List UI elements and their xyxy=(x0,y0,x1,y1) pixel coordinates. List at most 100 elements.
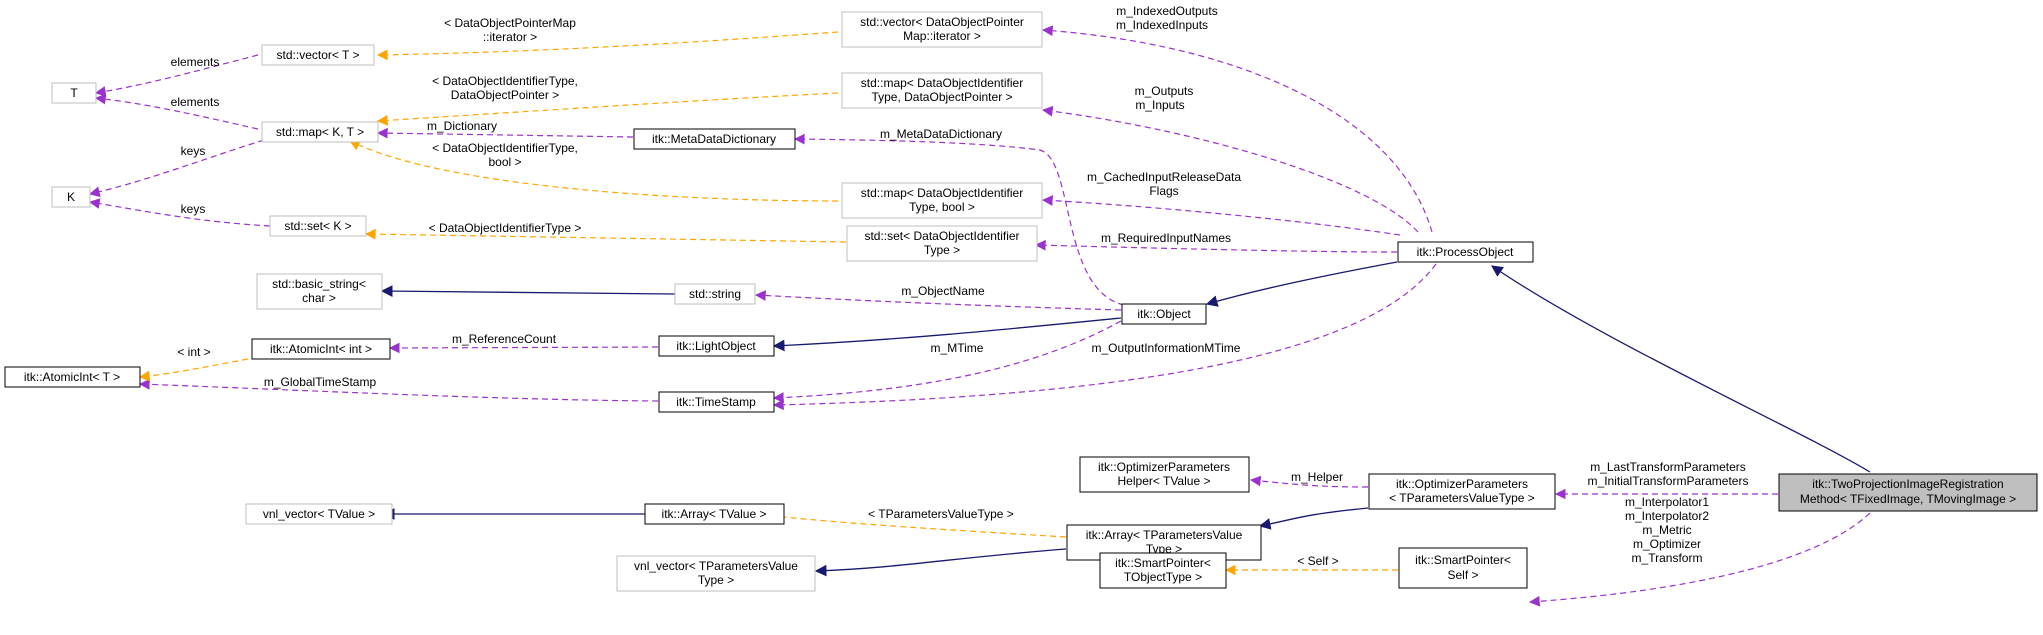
svg-text:Type, DataObjectPointer >: Type, DataObjectPointer > xyxy=(871,90,1012,104)
label-elements-vector: elements xyxy=(171,55,220,69)
label-doi-dop-2: DataObjectPointer > xyxy=(451,88,559,102)
label-object-name: m_ObjectName xyxy=(901,284,985,298)
node-processobject[interactable]: itk::ProcessObject xyxy=(1397,241,1534,263)
label-keys-set: keys xyxy=(181,202,206,216)
node-vnl-vector-tvalue[interactable]: vnl_vector< TValue > xyxy=(245,503,393,525)
svg-text:T: T xyxy=(70,86,78,100)
svg-text:vnl_vector< TValue >: vnl_vector< TValue > xyxy=(263,507,375,521)
label-self: < Self > xyxy=(1297,554,1338,568)
svg-text:Self >: Self > xyxy=(1447,568,1478,582)
svg-text:itk::MetaDataDictionary: itk::MetaDataDictionary xyxy=(652,132,776,146)
svg-text:itk::OptimizerParameters: itk::OptimizerParameters xyxy=(1098,460,1230,474)
svg-text:std::map< DataObjectIdentifier: std::map< DataObjectIdentifier xyxy=(861,186,1023,200)
edge-elements-map xyxy=(94,93,259,130)
svg-text:itk::OptimizerParameters: itk::OptimizerParameters xyxy=(1396,477,1528,491)
node-std-vector-t[interactable]: std::vector< T > xyxy=(261,44,375,66)
label-dopm-iterator-2: ::iterator > xyxy=(483,30,537,44)
node-itk-object[interactable]: itk::Object xyxy=(1121,303,1207,325)
edge-metadatadictionary xyxy=(793,133,1125,306)
label-transform-params-1: m_LastTransformParameters xyxy=(1590,460,1746,474)
node-twoprojection[interactable]: itk::TwoProjectionImageRegistration Meth… xyxy=(1778,473,2038,512)
edge-dopm-iterator xyxy=(376,31,839,61)
svg-text:itk::Array< TValue >: itk::Array< TValue > xyxy=(662,507,767,521)
node-smartpointer-self[interactable]: itk::SmartPointer< Self > xyxy=(1398,547,1528,589)
edge-smartpointer-members xyxy=(1528,512,1871,607)
svg-text:< TParametersValueType >: < TParametersValueType > xyxy=(1389,491,1535,505)
edge-helper xyxy=(1249,475,1369,488)
node-vnl-vector-tparam[interactable]: vnl_vector< TParametersValue Type > xyxy=(616,555,816,592)
edge-doi-dop xyxy=(376,92,839,126)
label-int: < int > xyxy=(177,345,210,359)
svg-text:std::vector< T >: std::vector< T > xyxy=(277,48,360,62)
node-basic-string[interactable]: std::basic_string< char > xyxy=(256,273,383,310)
svg-text:itk::Array< TParametersValue: itk::Array< TParametersValue xyxy=(1086,528,1243,542)
node-opt-params[interactable]: itk::OptimizerParameters < TParametersVa… xyxy=(1368,473,1556,510)
node-std-set-k[interactable]: std::set< K > xyxy=(269,215,367,237)
label-dictionary: m_Dictionary xyxy=(427,119,497,133)
label-elements-map: elements xyxy=(171,95,220,109)
label-doi: < DataObjectIdentifierType > xyxy=(429,221,582,235)
svg-text:Map::iterator >: Map::iterator > xyxy=(903,29,981,43)
svg-text:std::string: std::string xyxy=(689,287,741,301)
edge-outputs-inputs xyxy=(1041,105,1419,233)
svg-text:Type >: Type > xyxy=(698,573,734,587)
node-K[interactable]: K xyxy=(51,186,91,208)
svg-text:std::set< K >: std::set< K > xyxy=(284,219,351,233)
edge-output-info-mtime xyxy=(772,263,1437,411)
node-smartpointer-tobj[interactable]: itk::SmartPointer< TObjectType > xyxy=(1099,552,1227,589)
label-keys-map: keys xyxy=(181,144,206,158)
node-T[interactable]: T xyxy=(51,82,97,104)
label-reference-count: m_ReferenceCount xyxy=(452,332,557,346)
edge-tparam-value-type xyxy=(772,511,1067,538)
svg-text:itk::AtomicInt< int >: itk::AtomicInt< int > xyxy=(270,342,372,356)
svg-text:std::map< K, T >: std::map< K, T > xyxy=(276,125,364,139)
edge-keys-map xyxy=(88,139,265,198)
edge-array-tparam-vnl xyxy=(814,548,1067,577)
label-cached-flags-1: m_CachedInputReleaseData xyxy=(1087,170,1241,184)
svg-text:std::set< DataObjectIdentifier: std::set< DataObjectIdentifier xyxy=(864,229,1019,243)
edge-cached-flags xyxy=(1041,195,1401,236)
label-sp-member-5: m_Transform xyxy=(1632,551,1703,565)
svg-text:itk::SmartPointer<: itk::SmartPointer< xyxy=(1115,556,1211,570)
node-atomicint-t[interactable]: itk::AtomicInt< T > xyxy=(4,366,141,388)
edge-elements-vector xyxy=(94,54,259,97)
edge-indexed xyxy=(1041,25,1433,233)
svg-text:Type, bool >: Type, bool > xyxy=(909,200,975,214)
label-sp-member-1: m_Interpolator1 xyxy=(1625,495,1709,509)
edge-keys-set xyxy=(88,198,271,227)
label-cached-flags-2: Flags xyxy=(1149,184,1178,198)
svg-text:itk::ProcessObject: itk::ProcessObject xyxy=(1417,245,1514,259)
label-output-info-mtime: m_OutputInformationMTime xyxy=(1092,341,1241,355)
node-map-doi-dop[interactable]: std::map< DataObjectIdentifier Type, Dat… xyxy=(841,72,1043,109)
node-timestamp[interactable]: itk::TimeStamp xyxy=(658,391,775,413)
label-global-timestamp: m_GlobalTimeStamp xyxy=(264,375,377,389)
label-indexed-2: m_IndexedInputs xyxy=(1116,18,1208,32)
label-doi-bool-2: bool > xyxy=(488,155,521,169)
node-std-map-kt[interactable]: std::map< K, T > xyxy=(261,121,379,143)
svg-text:Type >: Type > xyxy=(924,243,960,257)
node-opt-helper[interactable]: itk::OptimizerParameters Helper< TValue … xyxy=(1079,456,1250,493)
label-helper: m_Helper xyxy=(1291,470,1343,484)
svg-text:K: K xyxy=(67,190,75,204)
svg-text:itk::TimeStamp: itk::TimeStamp xyxy=(676,395,756,409)
node-vector-dopm[interactable]: std::vector< DataObjectPointer Map::iter… xyxy=(841,11,1043,48)
svg-text:itk::TwoProjectionImageRegistr: itk::TwoProjectionImageRegistration xyxy=(1812,477,2003,491)
node-map-doi-bool[interactable]: std::map< DataObjectIdentifier Type, boo… xyxy=(841,182,1043,219)
node-metadatadictionary[interactable]: itk::MetaDataDictionary xyxy=(633,128,796,150)
label-outputs-inputs-1: m_Outputs xyxy=(1135,84,1194,98)
edge-doi-bool xyxy=(349,140,839,202)
label-indexed-1: m_IndexedOutputs xyxy=(1116,4,1217,18)
node-array-tvalue[interactable]: itk::Array< TValue > xyxy=(644,503,785,525)
edge-doi xyxy=(364,228,847,243)
edge-object-lightobject xyxy=(772,317,1122,352)
node-lightobject[interactable]: itk::LightObject xyxy=(658,335,775,357)
node-std-string[interactable]: std::string xyxy=(674,283,756,305)
edge-global-timestamp xyxy=(138,378,659,402)
svg-text:char >: char > xyxy=(302,291,336,305)
label-tparam-value-type: < TParametersValueType > xyxy=(868,507,1014,521)
node-set-doi[interactable]: std::set< DataObjectIdentifier Type > xyxy=(846,225,1038,262)
svg-text:Helper< TValue >: Helper< TValue > xyxy=(1118,474,1211,488)
svg-text:TObjectType >: TObjectType > xyxy=(1124,570,1202,584)
node-atomicint-int[interactable]: itk::AtomicInt< int > xyxy=(251,338,391,360)
